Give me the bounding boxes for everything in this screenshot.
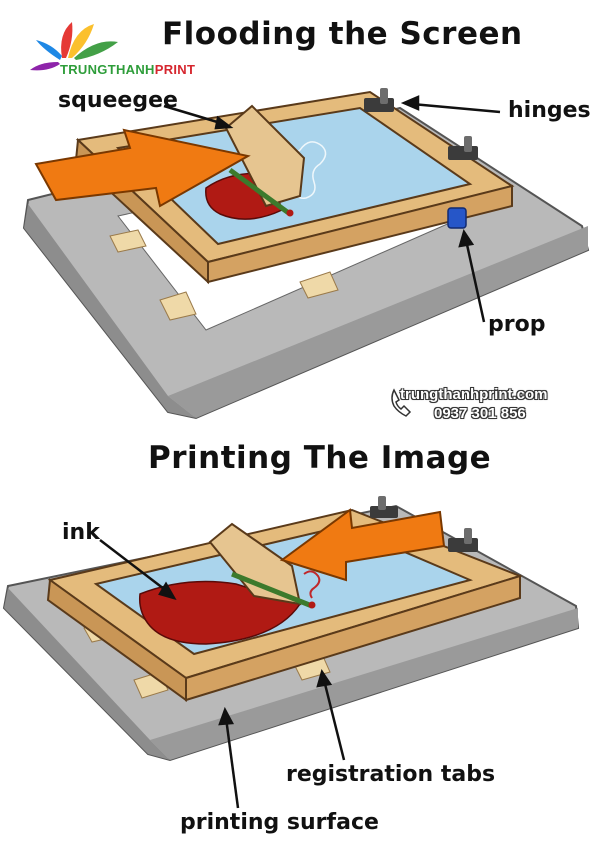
hinge-icon <box>370 496 398 518</box>
hinge-icon <box>448 136 478 160</box>
panel2-title: Printing The Image <box>148 440 491 476</box>
prop-icon <box>448 208 466 228</box>
label-registration-tabs: registration tabs <box>286 762 495 787</box>
label-printing-surface: printing surface <box>180 810 379 835</box>
label-ink: ink <box>62 520 100 545</box>
contact-info: trungthanhprint.com 0937 301 856 <box>400 385 547 423</box>
label-squeegee: squeegee <box>58 88 178 113</box>
label-prop: prop <box>488 312 545 337</box>
contact-phone: 0937 301 856 <box>400 404 547 423</box>
panel1-title: Flooding the Screen <box>162 16 523 52</box>
brand-logo-text: TRUNGTHANHPRINT <box>60 62 195 77</box>
hinge-icon <box>448 528 478 552</box>
label-hinges: hinges <box>508 98 591 123</box>
contact-website: trungthanhprint.com <box>400 385 547 404</box>
panel1-illustration <box>24 88 588 418</box>
